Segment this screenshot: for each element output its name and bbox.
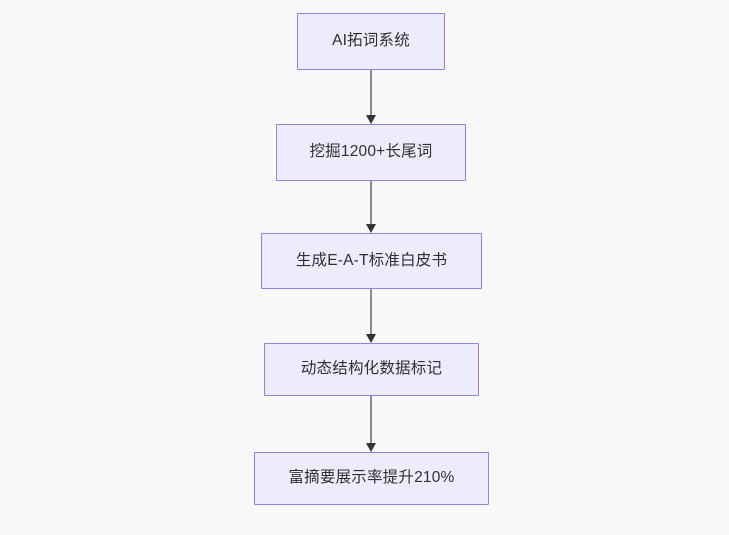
- flow-node-label: 富摘要展示率提升210%: [288, 469, 455, 487]
- edge-line: [369, 289, 373, 335]
- flow-node-rich-snippet-impression-lift[interactable]: 富摘要展示率提升210%: [254, 452, 489, 505]
- edge-line: [369, 396, 373, 444]
- arrowhead-down-icon: [365, 443, 376, 452]
- arrowhead-down-icon: [365, 115, 376, 124]
- arrowhead-down-icon: [365, 224, 376, 233]
- flow-node-mine-longtail-keywords[interactable]: 挖掘1200+长尾词: [276, 124, 466, 181]
- edge-line: [369, 181, 373, 225]
- flow-node-label: 挖掘1200+长尾词: [309, 143, 433, 161]
- flow-node-generate-eat-whitepaper[interactable]: 生成E-A-T标准白皮书: [261, 233, 482, 289]
- flow-node-label: 动态结构化数据标记: [300, 360, 443, 378]
- arrowhead-down-icon: [365, 334, 376, 343]
- flow-node-dynamic-structured-data-markup[interactable]: 动态结构化数据标记: [264, 343, 479, 396]
- flow-node-label: 生成E-A-T标准白皮书: [295, 251, 448, 269]
- flow-node-label: AI拓词系统: [332, 32, 410, 50]
- edge-line: [369, 70, 373, 116]
- flow-node-ai-keyword-system[interactable]: AI拓词系统: [297, 13, 445, 70]
